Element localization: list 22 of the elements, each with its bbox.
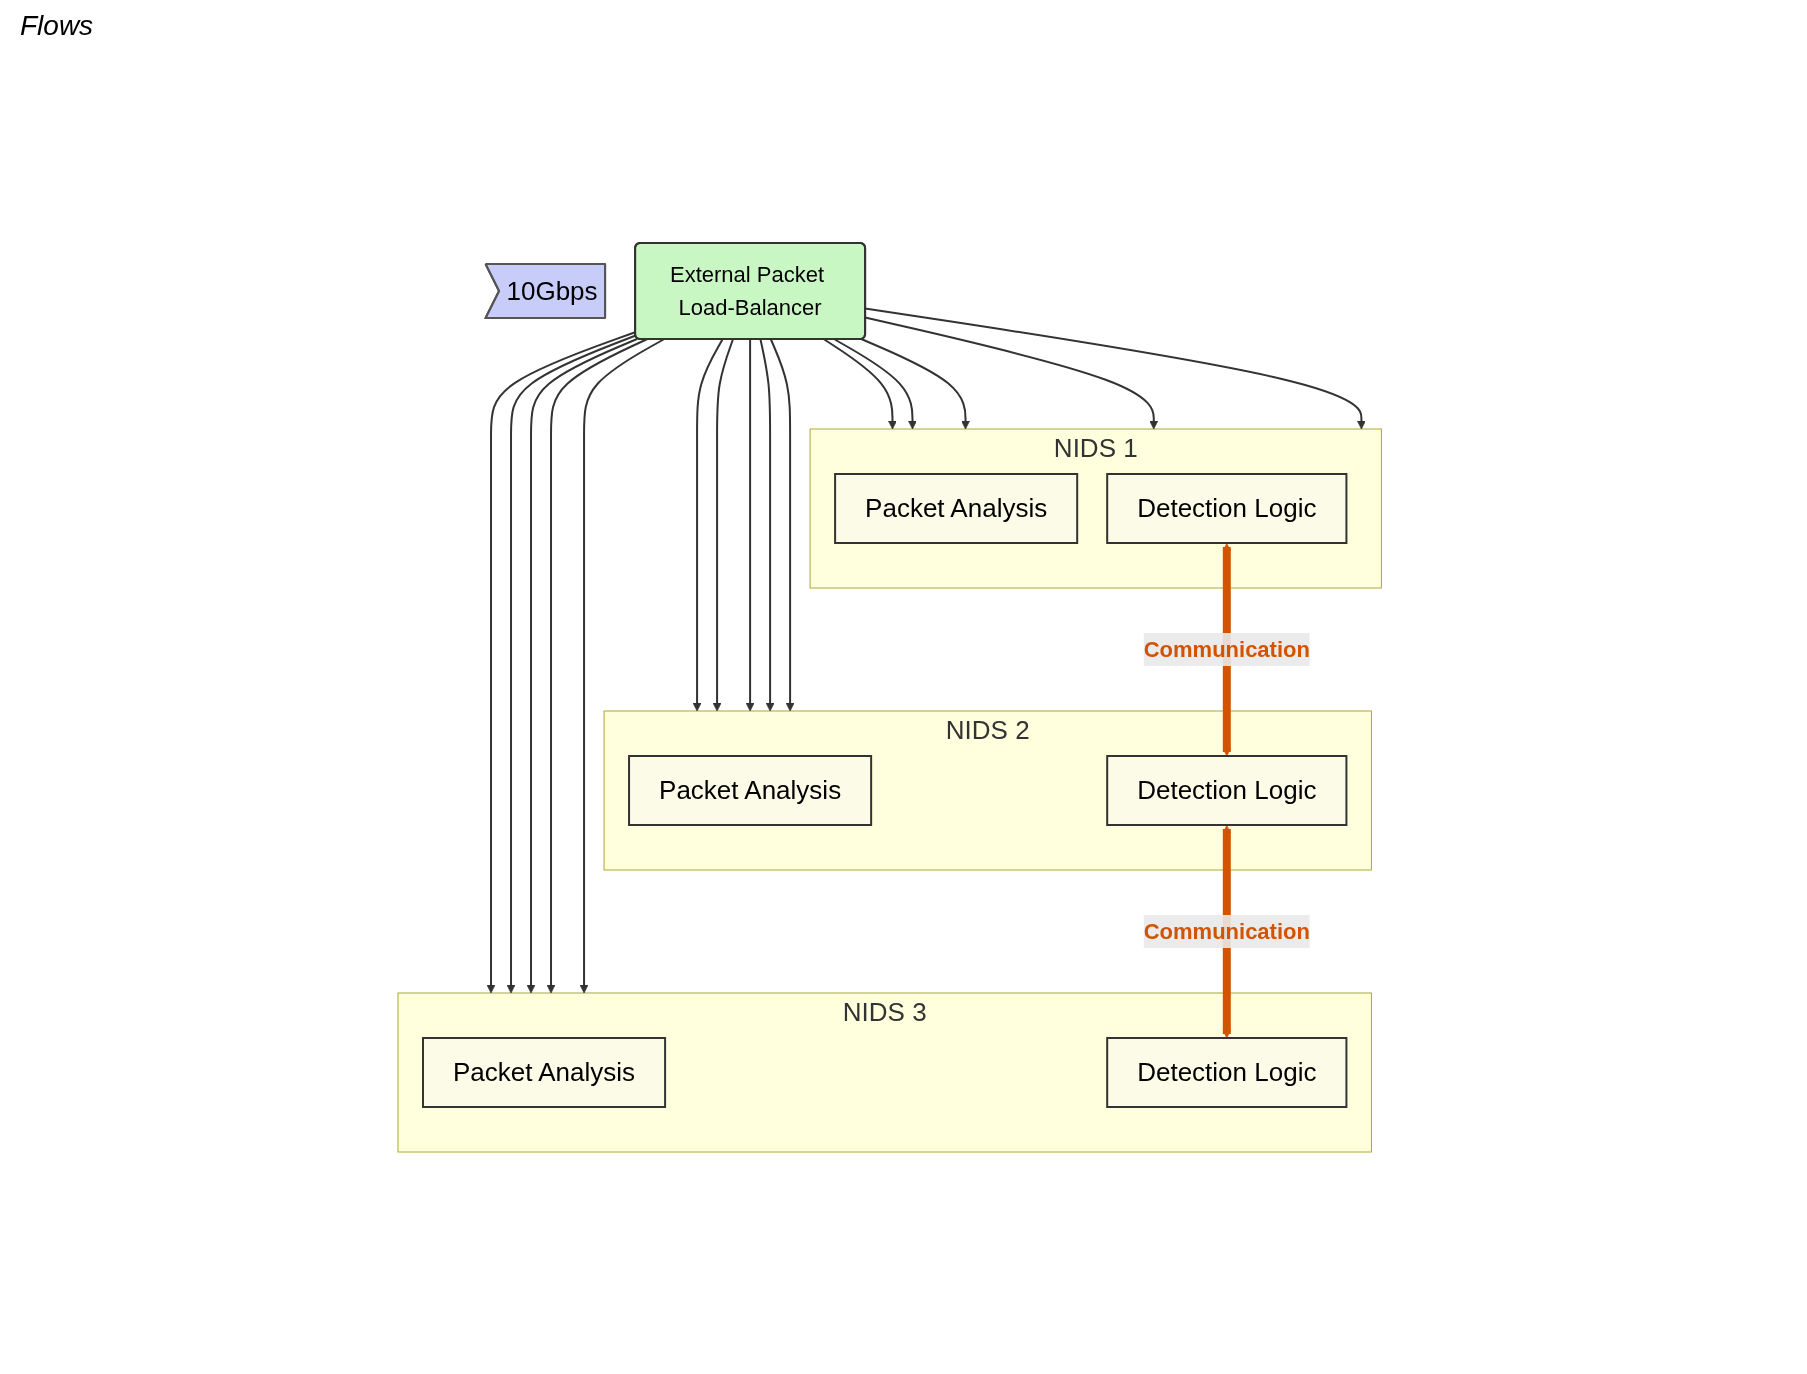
arrow bbox=[1222, 824, 1232, 1038]
arrow bbox=[692, 337, 724, 711]
arrow bbox=[833, 337, 918, 429]
node-box: Packet Analysis bbox=[628, 754, 873, 826]
node-box: Detection Logic bbox=[1106, 754, 1348, 826]
node-box: Detection Logic bbox=[1106, 472, 1348, 544]
arrow bbox=[546, 337, 649, 993]
arrow bbox=[746, 337, 755, 711]
arrow bbox=[1222, 542, 1232, 756]
arrow bbox=[712, 337, 735, 711]
arrow bbox=[526, 337, 639, 993]
arrow bbox=[822, 337, 898, 429]
node-box: Packet Analysis bbox=[422, 1036, 667, 1108]
arrow bbox=[860, 337, 971, 429]
edge-label: Communication bbox=[1143, 918, 1311, 944]
arrow bbox=[759, 337, 775, 711]
flow-label: Flows bbox=[20, 10, 94, 41]
node-box: Packet Analysis bbox=[834, 472, 1079, 544]
edge-label: Communication bbox=[1143, 636, 1311, 662]
arrow bbox=[579, 337, 666, 993]
arrow bbox=[770, 337, 795, 711]
node-box: Detection Logic bbox=[1106, 1036, 1348, 1108]
